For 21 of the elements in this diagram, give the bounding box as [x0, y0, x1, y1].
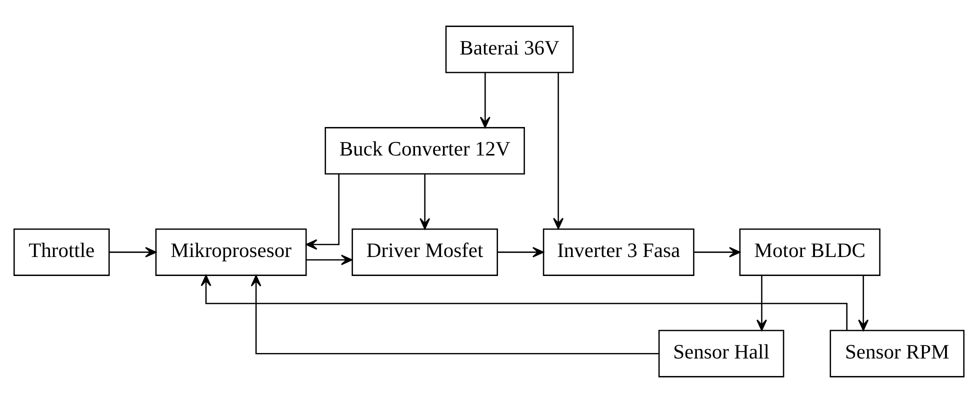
arrow	[250, 275, 659, 354]
node-box: Baterai 36V	[444, 26, 574, 74]
arrow	[497, 246, 544, 258]
node-box: Sensor Hall	[658, 330, 784, 378]
node-box: Buck Converter 12V	[324, 127, 524, 175]
node-box: Motor BLDC	[738, 228, 880, 276]
arrow	[858, 276, 868, 331]
arrow	[305, 174, 339, 250]
arrow	[108, 246, 156, 258]
arrow	[479, 72, 490, 128]
node-box: Inverter 3 Fasa	[542, 228, 694, 276]
arrow	[306, 254, 352, 266]
arrow	[200, 274, 847, 330]
node-box: Mikroprosesor	[154, 228, 306, 276]
node-box: Driver Mosfet	[351, 228, 498, 276]
arrow	[419, 174, 430, 230]
arrow	[756, 276, 766, 331]
arrow	[694, 246, 740, 258]
node-box: Throttle	[13, 228, 110, 276]
arrow	[552, 72, 564, 230]
node-box: Sensor RPM	[829, 330, 964, 378]
